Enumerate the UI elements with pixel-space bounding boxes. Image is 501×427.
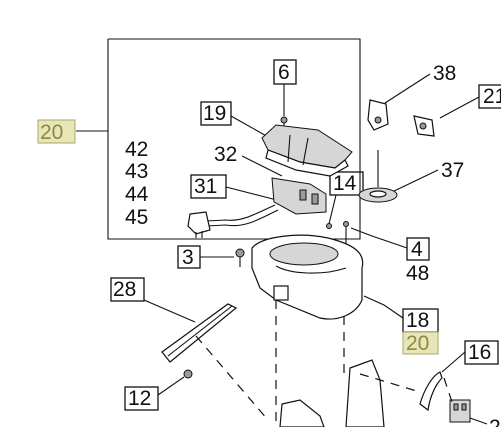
connector-2-part (449, 399, 471, 423)
callout-31[interactable]: 31 (190, 174, 278, 201)
callout-48[interactable]: 48 (406, 262, 429, 285)
callout-3[interactable]: 3 (177, 245, 234, 269)
callout-21[interactable]: 21 (439, 84, 501, 119)
callout-28-text: 28 (113, 278, 136, 301)
callout-21-text: 21 (483, 85, 501, 108)
callout-4-text: 4 (411, 238, 423, 261)
callout-12[interactable]: 12 (124, 376, 185, 411)
callout-18-text: 18 (406, 309, 429, 332)
callout-32[interactable]: 32 (214, 143, 283, 177)
callout-31-text: 31 (194, 175, 217, 198)
column-base-part (279, 359, 385, 427)
lower-housing-part (251, 234, 364, 320)
callout-37[interactable]: 37 (389, 159, 464, 194)
washer-part (358, 150, 398, 203)
callout-14-text: 14 (333, 172, 357, 195)
callout-19-text: 19 (203, 102, 226, 125)
callout-19[interactable]: 19 (200, 101, 271, 139)
fastener-14-part (326, 221, 349, 244)
callout-42[interactable]: 42 (125, 138, 148, 161)
callout-44[interactable]: 44 (125, 183, 149, 206)
callout-18[interactable]: 18 (363, 295, 439, 333)
callout-20-left-text: 20 (40, 121, 63, 144)
clip-21-part (413, 115, 435, 137)
callout-16[interactable]: 16 (441, 340, 499, 373)
upper-cover-part (261, 124, 353, 177)
assembly-dashed-lines (195, 300, 453, 427)
nut-12-part (183, 369, 193, 379)
callout-37-text: 37 (441, 159, 464, 182)
callout-6[interactable]: 6 (273, 59, 297, 116)
subassembly-frame (76, 38, 361, 240)
switch-unit-part (271, 177, 327, 215)
clip-38-part (367, 99, 389, 131)
callout-2-text: 2 (489, 416, 501, 427)
callout-43[interactable]: 43 (125, 160, 148, 183)
lever-28-part (161, 303, 238, 363)
callout-4[interactable]: 4 (350, 227, 430, 261)
callout-32-text: 32 (214, 143, 237, 166)
bracket-16-part (419, 371, 443, 412)
callout-3-text: 3 (182, 246, 194, 269)
callout-20-left[interactable]: 20 (37, 119, 76, 144)
callout-38[interactable]: 38 (384, 62, 456, 104)
callout-38-text: 38 (433, 62, 456, 85)
callout-2[interactable]: 2 (469, 416, 501, 427)
callout-12-text: 12 (128, 387, 151, 410)
callout-6-text: 6 (278, 61, 290, 84)
callout-20-right-text: 20 (406, 332, 429, 355)
callout-20-right[interactable]: 20 (402, 331, 439, 355)
wire-harness-part (187, 204, 279, 238)
callout-45[interactable]: 45 (125, 206, 148, 229)
screw-3-part (235, 248, 245, 267)
callout-28[interactable]: 28 (110, 277, 196, 323)
callout-16-text: 16 (468, 341, 491, 364)
callout-14[interactable]: 14 (328, 171, 364, 225)
